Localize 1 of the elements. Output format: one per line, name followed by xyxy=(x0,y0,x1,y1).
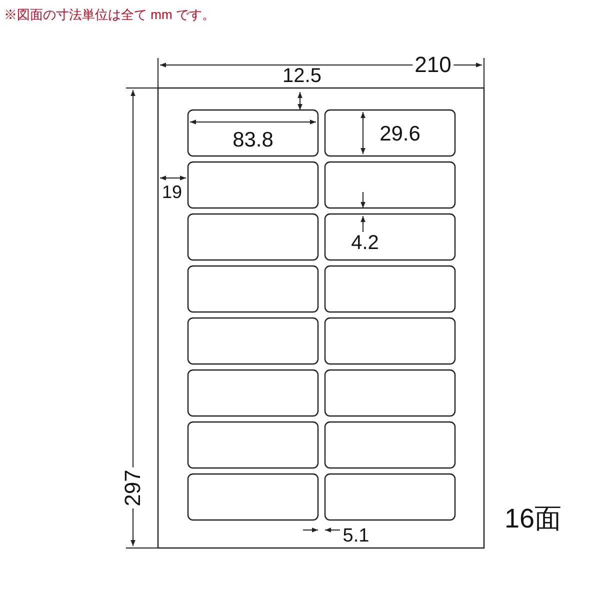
note-text: ※図面の寸法単位は全て mm です。 xyxy=(4,8,215,21)
